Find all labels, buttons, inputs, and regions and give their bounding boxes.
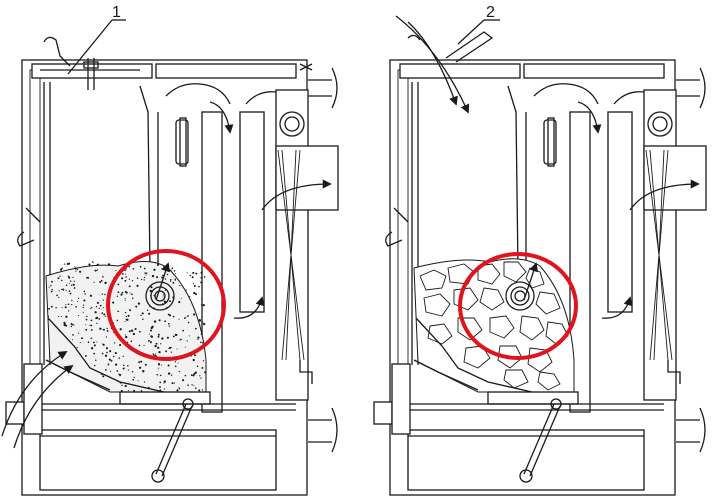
highlight-circle — [106, 249, 226, 361]
top-lid — [399, 63, 521, 79]
boiler-left: 1 — [1, 4, 339, 496]
boiler-right: 2 — [373, 4, 707, 496]
top-lid-rear — [523, 63, 665, 79]
side-door-lever — [17, 207, 41, 247]
air-inlet-arrow — [395, 15, 470, 114]
air-inlet-arrow — [1, 351, 68, 437]
combustion-nozzle — [505, 281, 535, 311]
top-lid — [31, 63, 153, 79]
chimney-connector — [643, 145, 707, 211]
air-knob — [373, 401, 393, 425]
top-lid-rear — [155, 63, 297, 79]
flow-arrow — [601, 296, 633, 319]
flow-arrow — [523, 262, 539, 301]
lid-handle — [43, 36, 71, 67]
water-jacket — [569, 111, 591, 413]
flow-arrow — [233, 296, 265, 319]
combustion-nozzle — [145, 281, 175, 311]
callout-leader-2 — [457, 19, 485, 45]
flue-outlet-top — [279, 111, 305, 137]
pipe-stub-bottom — [308, 407, 338, 453]
air-inlet-arrow — [407, 21, 458, 106]
shaker-lever — [523, 403, 555, 475]
callout-label-2: 2 — [486, 4, 495, 21]
callout-label-1: 1 — [112, 4, 121, 21]
flow-arrow — [261, 179, 332, 211]
ash-door — [39, 429, 277, 491]
lid-open — [445, 31, 494, 63]
air-inlet-arrow — [13, 364, 74, 449]
flow-arrow — [577, 101, 602, 134]
flue-outlet-top — [647, 111, 673, 137]
flow-arrow — [209, 101, 234, 134]
chimney-connector — [275, 145, 339, 211]
pipe-stub-top — [676, 67, 706, 109]
callout-leader-1 — [67, 19, 113, 75]
pipe-stub-bottom — [676, 407, 706, 453]
pipe-stub-top — [308, 67, 338, 109]
side-door-lever — [385, 207, 409, 247]
highlight-circle — [458, 252, 578, 360]
shaker-lever — [155, 403, 187, 475]
flow-arrow — [629, 179, 700, 211]
ash-door — [407, 429, 645, 491]
